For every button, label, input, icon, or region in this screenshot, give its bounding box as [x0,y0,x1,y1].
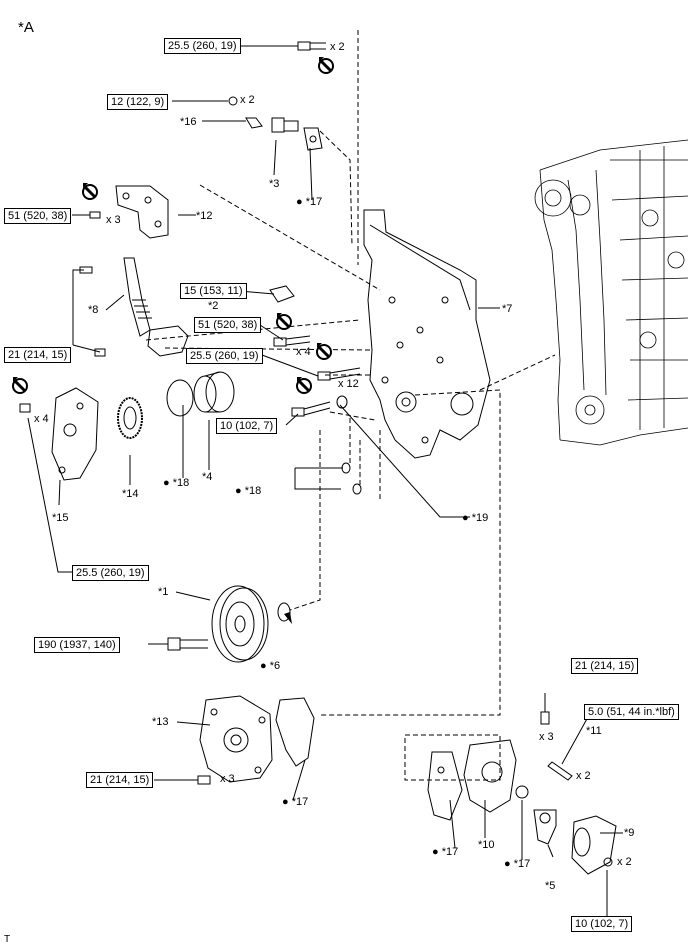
torque-box: 5.0 (51, 44 in.*lbf) [584,704,679,720]
no-reuse-icon [317,55,335,75]
part-label: ● *19 [462,512,489,524]
no-reuse-icon [295,375,313,395]
torque-box: 21 (214, 15) [571,658,639,674]
part-label: ● *17 [432,846,459,858]
quantity-label: x 4 [296,346,311,358]
quantity-label: x 3 [539,731,554,743]
torque-box: 51 (520, 38) [194,317,262,333]
torque-box: 25.5 (260, 19) [186,348,263,364]
part-label: ● *17 [296,196,323,208]
torque-box: 15 (153, 11) [180,283,247,299]
quantity-label: x 2 [330,41,345,53]
quantity-label: x 2 [240,94,255,106]
part-label: *15 [52,512,69,524]
part-label: ● *17 [504,858,531,870]
torque-box: 12 (122, 9) [107,94,169,110]
no-reuse-icon [275,311,293,331]
no-reuse-icon [11,375,29,395]
part-label: *11 [586,725,602,737]
corner-mark: T [4,934,11,945]
part-label: ● *17 [282,796,309,808]
quantity-label: x 2 [576,770,591,782]
quantity-label: x 12 [338,378,359,390]
part-label: *14 [122,488,139,500]
no-reuse-icon [81,181,99,201]
part-label: *12 [196,210,213,222]
torque-box: 190 (1937, 140) [34,637,120,653]
torque-box: 25.5 (260, 19) [164,38,241,54]
part-label: ● *18 [163,477,190,489]
part-label: ● *6 [260,660,281,672]
part-label: *2 [208,300,219,312]
part-label: *10 [478,839,495,851]
part-label: ● *18 [235,485,262,497]
part-label: *7 [502,303,513,315]
part-label: *4 [202,471,213,483]
torque-box: 10 (102, 7) [216,418,278,434]
part-label: *8 [88,304,99,316]
part-label: *3 [269,178,280,190]
torque-box: 10 (102, 7) [571,916,633,932]
no-reuse-icon [315,341,333,361]
arrow-icon [284,612,292,624]
quantity-label: x 3 [106,214,121,226]
torque-box: 21 (214, 15) [4,347,72,363]
part-label: *16 [180,116,197,128]
quantity-label: x 3 [220,773,235,785]
torque-box: 25.5 (260, 19) [72,565,149,581]
part-label: *1 [158,586,169,598]
part-label: *9 [624,827,635,839]
view-label: *A [18,19,34,36]
part-label: *13 [152,716,169,728]
quantity-label: x 2 [617,856,632,868]
torque-box: 51 (520, 38) [4,208,72,224]
torque-box: 21 (214, 15) [86,772,154,788]
part-label: *5 [545,880,556,892]
quantity-label: x 4 [34,413,49,425]
